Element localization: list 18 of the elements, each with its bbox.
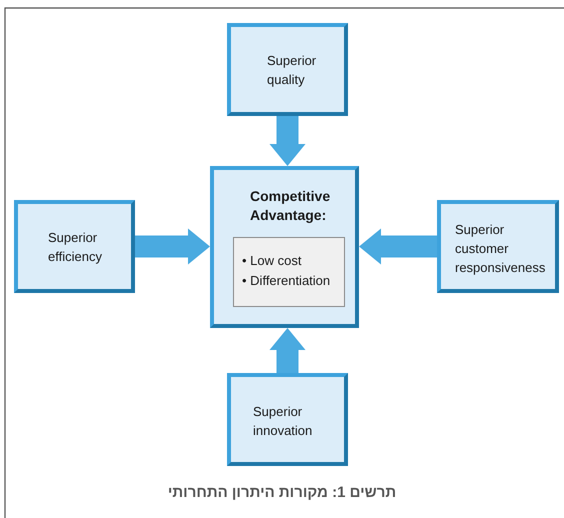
box-label: Superior customer responsiveness <box>455 221 546 277</box>
box-label: Superior efficiency <box>48 229 103 266</box>
block-arrow <box>270 328 306 373</box>
heading-text: Competitive Advantage: <box>250 187 332 225</box>
box-label: Superior innovation <box>253 403 314 440</box>
block-arrow <box>135 228 210 264</box>
central-box <box>210 166 359 328</box>
bullet-list-box <box>233 237 345 307</box>
process-box <box>437 200 559 293</box>
process-box <box>227 23 348 116</box>
process-box <box>227 373 348 466</box>
block-arrow <box>359 228 437 264</box>
process-box <box>14 200 135 293</box>
figure-caption: תרשים 1: מקורות היתרון התחרותי <box>168 484 396 501</box>
bullet-item: • Low cost <box>242 252 302 270</box>
bullet-item: • Differentiation <box>242 272 330 290</box>
block-arrow <box>270 116 306 166</box>
box-label: Superior quality <box>267 52 318 89</box>
